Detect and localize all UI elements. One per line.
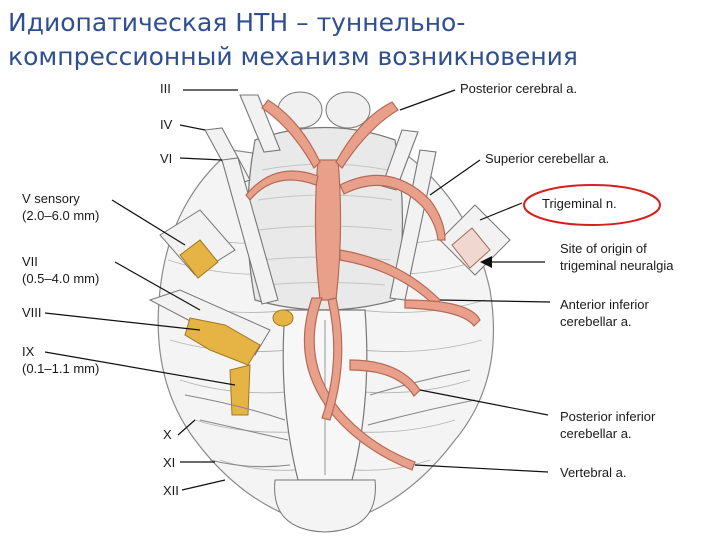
label-v-sensory: V sensory (2.0–6.0 mm) bbox=[22, 190, 99, 224]
label-site-line-1: Site of origin of bbox=[560, 241, 647, 256]
label-aica-line-1: Anterior inferior bbox=[560, 297, 649, 312]
label-aica-line-2: cerebellar a. bbox=[560, 314, 632, 329]
site-arrow-head bbox=[480, 256, 492, 268]
label-cn-ix-size: (0.1–1.1 mm) bbox=[22, 361, 100, 376]
label-site-line-2: trigeminal neuralgia bbox=[560, 258, 674, 273]
label-vertebral: Vertebral a. bbox=[560, 465, 627, 480]
nerve-vi-root bbox=[272, 309, 294, 327]
trigeminal-nerve-left bbox=[159, 209, 236, 279]
label-superior-cerebellar: Superior cerebellar a. bbox=[485, 151, 610, 166]
spinal-cord bbox=[274, 479, 376, 533]
nerve-ix-left bbox=[229, 364, 251, 416]
trigeminal-nerve-right bbox=[439, 204, 511, 276]
label-cn-iii: III bbox=[160, 81, 171, 96]
label-trigeminal: Trigeminal n. bbox=[542, 196, 617, 211]
label-pica-line-2: cerebellar a. bbox=[560, 426, 632, 441]
label-cn-vii: VII (0.5–4.0 mm) bbox=[22, 253, 99, 287]
label-cn-x: X bbox=[163, 427, 172, 442]
slide-title: Идиопатическая НТН – туннельно- компресс… bbox=[8, 6, 618, 74]
leader-lines-left bbox=[44, 89, 238, 491]
label-cn-xii: XII bbox=[163, 483, 179, 498]
label-aica: Anterior inferior cerebellar a. bbox=[560, 296, 649, 330]
label-v-sensory-size: (2.0–6.0 mm) bbox=[22, 208, 100, 223]
upper-cranial-nerves bbox=[204, 94, 437, 305]
label-cn-vii-size: (0.5–4.0 mm) bbox=[22, 271, 100, 286]
leader-lines-right bbox=[399, 89, 551, 473]
label-cn-vii-name: VII bbox=[22, 254, 38, 269]
midbrain-right bbox=[325, 91, 371, 129]
label-cn-viii: VIII bbox=[22, 305, 42, 320]
label-v-sensory-name: V sensory bbox=[22, 191, 80, 206]
label-cn-ix: IX (0.1–1.1 mm) bbox=[22, 343, 99, 377]
label-pica-line-1: Posterior inferior bbox=[560, 409, 656, 424]
label-cn-iv: IV bbox=[160, 117, 173, 132]
label-posterior-cerebral: Posterior cerebral a. bbox=[460, 81, 578, 96]
trigeminal-highlight-ellipse bbox=[523, 184, 661, 226]
label-site-of-origin: Site of origin of trigeminal neuralgia bbox=[560, 240, 673, 274]
label-cn-vi: VI bbox=[160, 151, 173, 166]
label-cn-ix-name: IX bbox=[22, 344, 35, 359]
slide-title-line-1: Идиопатическая НТН – туннельно- bbox=[8, 8, 466, 37]
label-cn-xi: XI bbox=[163, 455, 176, 470]
slide-title-line-2: компрессионный механизм возникновения bbox=[8, 42, 578, 71]
label-pica: Posterior inferior cerebellar a. bbox=[560, 408, 655, 442]
lower-cranial-nerves bbox=[184, 369, 476, 468]
arterial-tree bbox=[245, 99, 481, 471]
